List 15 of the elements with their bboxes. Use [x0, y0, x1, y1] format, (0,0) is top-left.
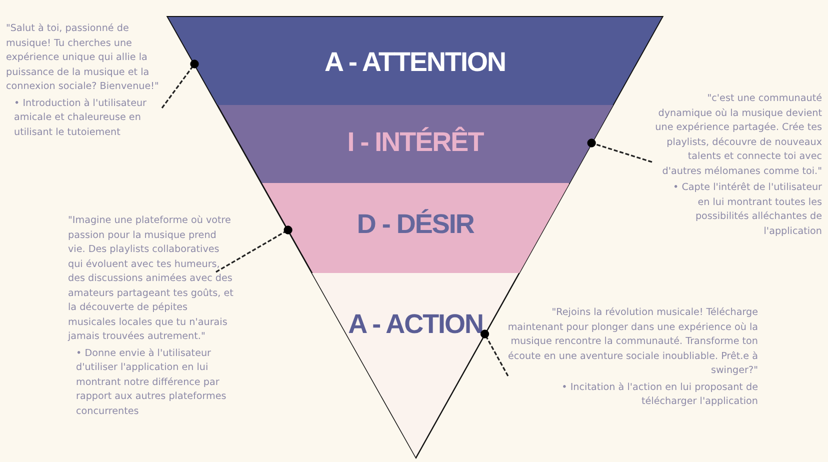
bullet-note: • Introduction à l'utilisateur amicale et chaleureuse en utilisant le tutoiement — [14, 96, 148, 140]
leader-line — [587, 138, 652, 163]
quote-text: "Rejoins la révolution musicale! Télécharge maintenant pour plonger dans une expérience où la musique rencontre la communauté. Transforme ton écoute en une aventure sociale inoubliable. Prêt.e à swinger?" — [506, 306, 758, 378]
quote-text: "Salut à toi, passionné de musique! Tu cherches une expérience unique qui allie la puissance de la musique et la connexion sociale? Bienvenue!" — [6, 22, 160, 94]
quote-text: "Imagine une plateforme où votre passion pour la musique prend vie. Des playlists collaboratives qui évoluent avec tes humeurs, des discussions animées avec des amateurs partageant tes goûts, et la découverte de pépites musicales locales que tu n'aurais jamais trouvées autrement." — [68, 214, 234, 344]
stage-title: D - DÉSIR — [356, 209, 476, 240]
bullet-note: • Incitation à l'action en lui proposant de télécharger l'application — [560, 380, 758, 409]
bullet-note: • Capte l'intérêt de l'utilisateur en lui montrant toutes les possibilités alléchantes de l'application — [672, 181, 822, 238]
leader-line — [216, 226, 292, 273]
bullet-note: • Donne envie à l'utilisateur d'utiliser l'application en lui montrant notre différence par rapport aux autres plateformes concurrentes — [76, 346, 228, 418]
stage-title: I - INTÉRÊT — [346, 127, 485, 158]
stage-title: A - ATTENTION — [324, 47, 506, 78]
leader-line — [161, 60, 199, 108]
leader-line — [480, 330, 509, 376]
quote-text: "c'est une communauté dynamique où la musique devient une expérience partagée. Crée tes playlists, découvre de nouveaux talents et connecte toi avec d'autres mélomanes comme toi." — [654, 92, 822, 178]
